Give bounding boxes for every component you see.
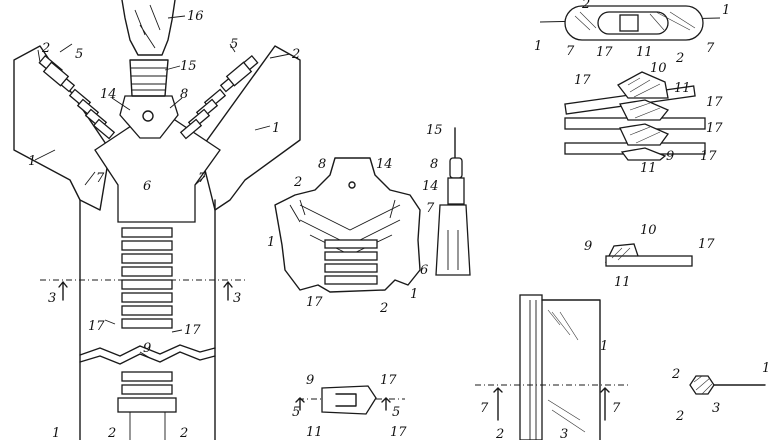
label-8: 8 (180, 87, 188, 102)
main-zipper-figure: 16 15 14 8 6 5 5 2 2 1 1 1 7 7 17 17 9 3… (13, 0, 301, 440)
label-9: 9 (143, 341, 151, 356)
label-cs-2a: 2 (671, 367, 680, 382)
label-tv-7a: 7 (480, 401, 489, 416)
stacked-teeth-view: 17 10 11 17 17 9 11 17 (564, 61, 723, 176)
label-sv-2: 2 (293, 175, 302, 190)
slider-assembly-view: 8 14 2 1 1 17 2 (267, 157, 421, 316)
label-st-17b: 17 (706, 95, 723, 110)
tape-view: 1 7 7 3 2 (475, 294, 630, 440)
label-tv-2: 2 (495, 427, 504, 440)
label-2-right: 2 (291, 47, 300, 62)
label-tv-3: 3 (560, 427, 568, 440)
label-14: 14 (100, 87, 117, 102)
label-16: 16 (187, 9, 204, 24)
label-tr-7a: 7 (566, 44, 575, 59)
label-3-right: 3 (233, 291, 241, 306)
label-tr-1a: 1 (722, 3, 730, 18)
label-17-left: 17 (88, 319, 105, 334)
label-st-17c: 17 (706, 121, 723, 136)
label-ts-17: 17 (698, 237, 715, 252)
meshed-teeth (117, 227, 177, 413)
label-ps-8: 8 (430, 157, 438, 172)
label-5-left: 5 (75, 47, 83, 62)
label-sv-1b: 1 (410, 287, 418, 302)
cord-wrap (129, 59, 169, 97)
label-6: 6 (143, 179, 151, 194)
break-line-top (79, 344, 216, 357)
label-sv-17: 17 (306, 295, 323, 310)
label-1-right: 1 (272, 121, 280, 136)
label-17-right: 17 (184, 323, 201, 338)
bottom-cords (129, 412, 166, 440)
label-tv-1: 1 (600, 339, 608, 354)
label-tv-7b: 7 (612, 401, 621, 416)
label-2-bottom-left: 2 (107, 426, 116, 440)
fabric-pull (121, 0, 176, 56)
label-cv-11: 11 (306, 425, 323, 440)
label-st-11a: 11 (674, 81, 691, 96)
label-st-10: 10 (650, 61, 667, 76)
label-1-left: 1 (28, 154, 36, 169)
pull-side-view: 15 8 14 7 6 (420, 123, 471, 278)
label-tr-2b: 2 (675, 51, 684, 66)
label-st-17a: 17 (574, 73, 591, 88)
label-st-17d: 17 (700, 149, 717, 164)
section-arrow-right (223, 281, 233, 301)
right-tape (199, 45, 301, 211)
label-ts-9: 9 (584, 239, 592, 254)
label-cv-17a: 17 (380, 373, 397, 388)
label-cs-3: 3 (712, 401, 720, 416)
label-5-right: 5 (230, 37, 238, 52)
label-3-left: 3 (48, 291, 56, 306)
label-tr-11: 11 (636, 45, 653, 60)
left-stop (42, 61, 70, 87)
label-st-11b: 11 (640, 161, 657, 176)
label-ps-15: 15 (426, 123, 443, 138)
label-7-right: 7 (198, 171, 207, 186)
label-tr-17: 17 (596, 45, 613, 60)
label-cv-17b: 17 (390, 425, 407, 440)
label-ps-14: 14 (422, 179, 439, 194)
label-ps-7: 7 (426, 201, 435, 216)
label-15: 15 (180, 59, 197, 74)
label-sv-1a: 1 (267, 235, 275, 250)
slider-outline (274, 157, 421, 293)
label-sv-2b: 2 (379, 301, 388, 316)
cross-section-view: 2 1 3 2 (671, 361, 770, 424)
label-cv-5b: 5 (392, 405, 400, 420)
right-stop (225, 61, 253, 87)
label-tr-7b: 7 (706, 41, 715, 56)
label-sv-8: 8 (318, 157, 326, 172)
label-cv-5a: 5 (292, 405, 300, 420)
label-tr-1b: 1 (534, 39, 542, 54)
cord-wrap-lines (130, 67, 168, 91)
label-cs-2b: 2 (675, 409, 684, 424)
label-tr-2: 2 (581, 0, 590, 12)
clip-view: 9 17 5 5 11 17 (292, 373, 407, 440)
tooth-section-view: 9 10 17 11 (584, 223, 715, 290)
label-cs-1: 1 (762, 361, 770, 376)
fabric-folds (134, 4, 161, 49)
rivet (142, 110, 154, 122)
label-1-bottom: 1 (52, 426, 60, 440)
top-right-plan-view: 2 1 1 7 7 17 11 2 (534, 0, 730, 66)
label-ts-11: 11 (614, 275, 631, 290)
label-ps-6: 6 (420, 263, 428, 278)
label-cv-9: 9 (306, 373, 314, 388)
label-7-left: 7 (96, 171, 105, 186)
label-sv-14: 14 (376, 157, 393, 172)
label-2-bottom-right: 2 (179, 426, 188, 440)
label-st-9: 9 (666, 149, 674, 164)
label-2-left: 2 (41, 41, 50, 56)
section-arrow-left (58, 281, 68, 301)
label-ts-10: 10 (640, 223, 657, 238)
pull-tab-head (119, 95, 179, 139)
